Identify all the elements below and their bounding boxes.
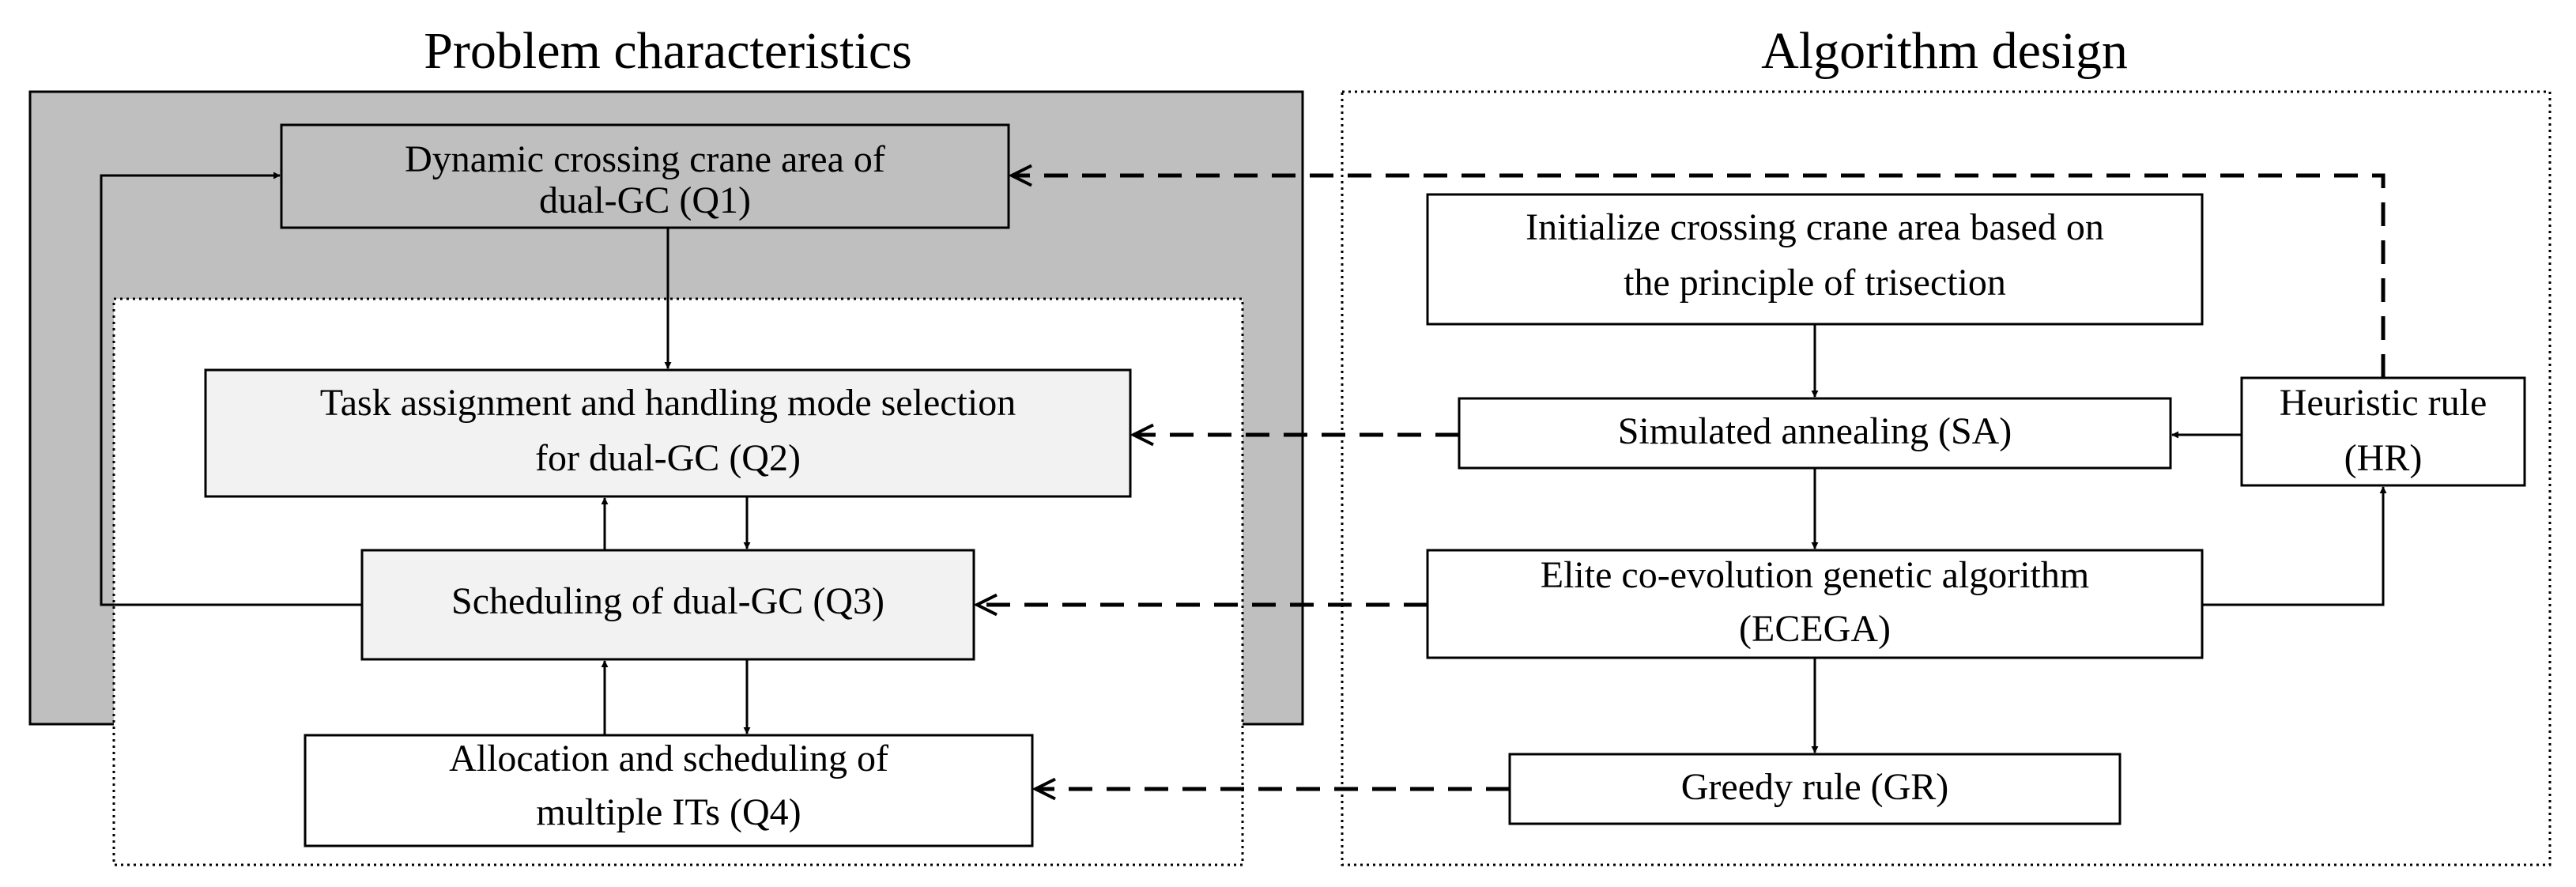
node-q1-box [280,123,1010,229]
node-q2-box [204,368,1132,498]
node-gr-box [1508,753,2122,825]
node-q4-line1: Allocation and scheduling of [449,738,888,779]
node-q2-line2: for dual-GC (Q2) [535,437,801,479]
node-init-box [1426,193,2204,326]
dashed-arrow-hr-to-q1 [1012,176,2386,378]
node-init-line2: the principle of trisection [1624,262,2006,304]
heading-algorithm-design: Algorithm design [1761,22,2128,80]
arrow-q3-feedback-to-q1 [100,172,362,606]
arrow-ecega-to-hr [2202,486,2387,606]
node-gr-line1: Greedy rule (GR) [1681,766,1949,808]
node-init-line1: Initialize crossing crane area based on [1526,206,2104,248]
node-q4-box [304,734,1034,847]
algorithm-panel [1341,90,2551,866]
node-q1-line1: Dynamic crossing crane area of [405,138,885,180]
node-ecega-line1: Elite co-evolution genetic algorithm [1541,554,2089,596]
node-q3-line1: Scheduling of dual-GC (Q3) [451,580,884,622]
node-hr-line2: (HR) [2344,437,2423,479]
node-q4-line2: multiple ITs (Q4) [536,791,801,833]
node-hr-line1: Heuristic rule [2280,382,2487,424]
node-ecega-box [1426,549,2204,659]
node-hr-box [2240,376,2526,487]
node-ecega-line2: (ECEGA) [1739,608,1891,650]
heading-problem-characteristics: Problem characteristics [424,22,912,80]
node-q1-line2: dual-GC (Q1) [539,179,751,221]
node-q3-box [360,549,975,661]
node-sa-line1: Simulated annealing (SA) [1618,410,2012,452]
node-q2-line1: Task assignment and handling mode select… [320,382,1016,424]
node-sa-box [1458,397,2172,470]
